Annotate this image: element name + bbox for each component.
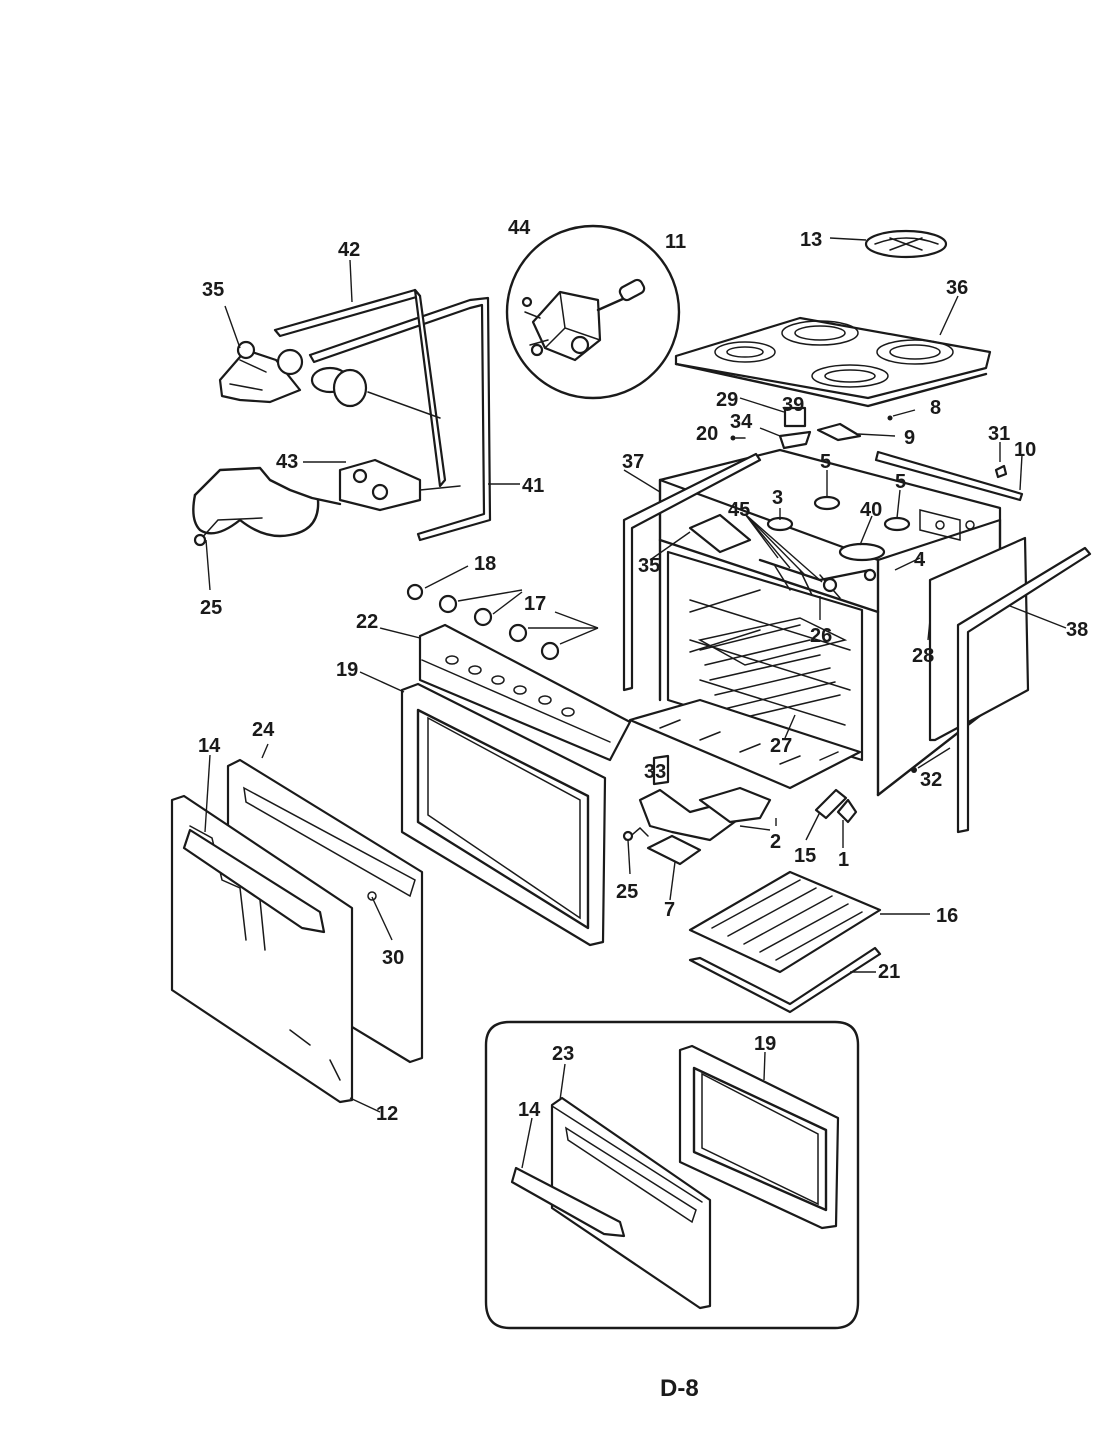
callout-5-left: 5 xyxy=(820,451,831,473)
callout-42: 42 xyxy=(338,239,360,261)
callout-37: 37 xyxy=(622,451,644,473)
callout-4: 4 xyxy=(914,549,926,571)
part-32-screw xyxy=(911,747,951,773)
part-12-door-glass xyxy=(170,794,381,1113)
callout-27: 27 xyxy=(770,735,792,757)
callout-9: 9 xyxy=(904,427,915,449)
callout-1: 1 xyxy=(838,849,849,871)
page-label: D-8 xyxy=(660,1375,699,1402)
callout-22: 22 xyxy=(356,611,378,633)
callout-14-main: 14 xyxy=(198,735,221,757)
callout-29: 29 xyxy=(716,389,738,411)
callout-35-upper: 35 xyxy=(202,279,224,301)
callout-23: 23 xyxy=(552,1043,574,1065)
part-22-control-panel xyxy=(379,623,632,762)
oven-floor-pan xyxy=(628,698,862,790)
small-hardware-parts xyxy=(730,397,1024,502)
callout-5-right: 5 xyxy=(895,471,906,493)
part-28-side-panel xyxy=(928,536,1030,742)
part-14-door-handle xyxy=(182,754,326,934)
callout-8: 8 xyxy=(930,397,941,419)
callout-38: 38 xyxy=(1066,619,1088,641)
callout-11: 11 xyxy=(665,231,686,253)
callout-40: 40 xyxy=(860,499,882,521)
callout-28: 28 xyxy=(912,645,934,667)
part-33-bracket xyxy=(652,754,670,786)
callout-33: 33 xyxy=(644,761,666,783)
callout-34: 34 xyxy=(730,411,753,433)
callout-24: 24 xyxy=(252,719,275,741)
callout-3: 3 xyxy=(772,487,783,509)
callout-44: 44 xyxy=(508,217,531,239)
leader-30 xyxy=(371,896,393,941)
leader-lines xyxy=(627,470,931,901)
callout-43: 43 xyxy=(276,451,298,473)
callout-2: 2 xyxy=(770,831,781,853)
callout-26: 26 xyxy=(810,625,832,647)
callout-labels: 44 11 13 36 42 35 43 41 25 29 39 34 20 8… xyxy=(198,217,1088,1125)
part-21-broiler-grid xyxy=(688,946,882,1014)
part-38-side-trim xyxy=(956,546,1092,834)
callout-41: 41 xyxy=(522,475,544,497)
callout-25-lower: 25 xyxy=(616,881,638,903)
callout-45: 45 xyxy=(728,499,750,521)
part-13-burner-element xyxy=(829,229,948,259)
callout-20: 20 xyxy=(696,423,718,445)
control-knobs xyxy=(406,565,599,661)
callout-14-inset: 14 xyxy=(518,1099,541,1121)
callout-32: 32 xyxy=(920,769,942,791)
callout-35-lower: 35 xyxy=(638,555,660,577)
inset-door-variant xyxy=(484,1020,860,1330)
callout-18: 18 xyxy=(474,553,496,575)
callout-12: 12 xyxy=(376,1103,398,1125)
part-19-door-frame xyxy=(359,671,607,947)
callout-10: 10 xyxy=(1014,439,1036,461)
part-36-cooktop xyxy=(674,295,992,408)
callout-30: 30 xyxy=(382,947,404,969)
callout-19-main: 19 xyxy=(336,659,358,681)
callout-39: 39 xyxy=(782,394,804,416)
callout-31: 31 xyxy=(988,423,1010,445)
callout-25-upper: 25 xyxy=(200,597,222,619)
callout-21: 21 xyxy=(878,961,900,983)
callout-17: 17 xyxy=(524,593,546,615)
lower-valve-assembly xyxy=(622,786,858,866)
part-16-broiler-pan xyxy=(688,870,930,974)
callout-7: 7 xyxy=(664,899,675,921)
detail-circle-44 xyxy=(505,224,681,400)
callout-16: 16 xyxy=(936,905,958,927)
part-37-side-trim xyxy=(622,452,762,692)
upper-left-assembly xyxy=(192,259,520,591)
callout-15: 15 xyxy=(794,845,816,867)
callout-36: 36 xyxy=(946,277,968,299)
callout-19-inset: 19 xyxy=(754,1033,776,1055)
callout-13: 13 xyxy=(800,229,822,251)
